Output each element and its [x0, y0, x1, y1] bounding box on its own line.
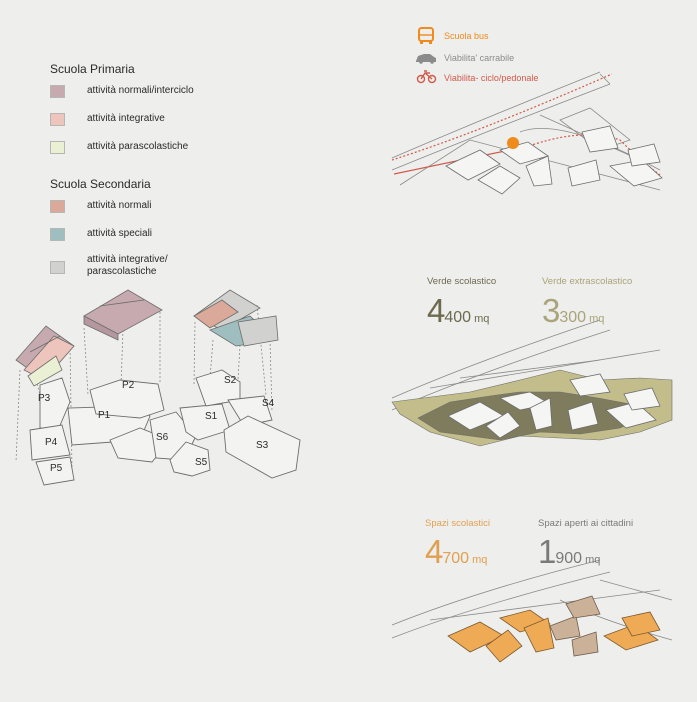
site-plan-green [391, 319, 661, 411]
building-label-s5: S5 [195, 457, 208, 468]
roof-primaria-p3-p4 [15, 325, 75, 387]
spazi-scolastici-first-digit: 4 [425, 533, 443, 570]
legend-secondaria-title: Scuola Secondaria [50, 177, 151, 191]
legend-primaria-title: Scuola Primaria [50, 62, 135, 76]
verde-extrascolastico-value: 3300 mq [542, 294, 604, 327]
projection-lines [15, 304, 273, 471]
spazi-scolastici-rest: 700 [442, 550, 470, 567]
verde-extrascolastico-rest: 300 [559, 309, 587, 326]
legend-item-speciali: attività speciali [87, 228, 153, 239]
building-label-s1: S1 [205, 411, 218, 422]
spazi-scolastici-label: Spazi scolastici [425, 518, 490, 529]
verde-scolastico-label: Verde scolastico [427, 276, 497, 287]
spazi-aperti-value: 1900 mq [538, 535, 600, 568]
building-label-s2: S2 [224, 375, 237, 386]
building-label-s3: S3 [256, 440, 269, 451]
legend-item-parascolastiche: attività parascolastiche [87, 141, 189, 152]
swatch-normali [50, 200, 65, 213]
spazi-aperti-label: Spazi aperti ai cittadini [538, 518, 634, 529]
swatch-speciali [50, 228, 65, 241]
site-plan-buildings-green [447, 373, 661, 439]
site-plan-buildings-public-spaces [549, 595, 601, 657]
roof-primaria-p1-p2 [83, 289, 163, 341]
swatch-normali-interciclo [50, 85, 65, 98]
legend-item-line1: attività integrative/ [87, 254, 168, 265]
spazi-aperti-unit: mq [582, 554, 601, 566]
building-label-p4: P4 [45, 437, 58, 448]
verde-scolastico-first-digit: 4 [427, 292, 445, 329]
verde-scolastico-unit: mq [471, 313, 490, 325]
ground-floor-buildings [29, 369, 301, 486]
legend-item-normali-interciclo: attività normali/interciclo [87, 85, 194, 96]
legend-item-normali: attività normali [87, 200, 152, 211]
verde-scolastico-rest: 400 [444, 309, 472, 326]
swatch-integrative-parascolastiche [50, 261, 65, 274]
building-label-s6: S6 [156, 432, 169, 443]
verde-extrascolastico-first-digit: 3 [542, 292, 560, 329]
verde-extrascolastico-label: Verde extrascolastico [542, 276, 633, 287]
legend-car-label: Viabilita' carrabile [444, 53, 515, 63]
building-label-s4: S4 [262, 398, 275, 409]
verde-extrascolastico-unit: mq [586, 313, 605, 325]
bike-route [391, 73, 661, 176]
swatch-parascolastiche [50, 141, 65, 154]
spazi-aperti-first-digit: 1 [538, 533, 556, 570]
site-plan-spaces [391, 559, 673, 641]
legend-bus-label: Scuola bus [444, 31, 489, 41]
building-label-p5: P5 [50, 463, 63, 474]
roof-secondaria-s1-s2 [193, 289, 279, 347]
bus-stop-marker [507, 137, 519, 149]
building-label-p1: P1 [98, 410, 111, 421]
swatch-integrative [50, 113, 65, 126]
building-label-p3: P3 [38, 393, 51, 404]
legend-item-line2: parascolastiche [87, 266, 157, 277]
spazi-scolastici-value: 4700 mq [425, 535, 487, 568]
verde-scolastico-value: 4400 mq [427, 294, 489, 327]
spazi-aperti-rest: 900 [555, 550, 583, 567]
building-label-p2: P2 [122, 380, 135, 391]
legend-bike-label: Viabilita- ciclo/pedonale [444, 73, 539, 83]
legend-item-integrative-parascolastiche: attività integrative/ parascolastiche [87, 254, 168, 278]
legend-item-integrative: attività integrative [87, 113, 165, 124]
site-plan-buildings-school-spaces [447, 609, 661, 663]
spazi-scolastici-unit: mq [469, 554, 488, 566]
site-plan-buildings-mobility [445, 125, 663, 195]
